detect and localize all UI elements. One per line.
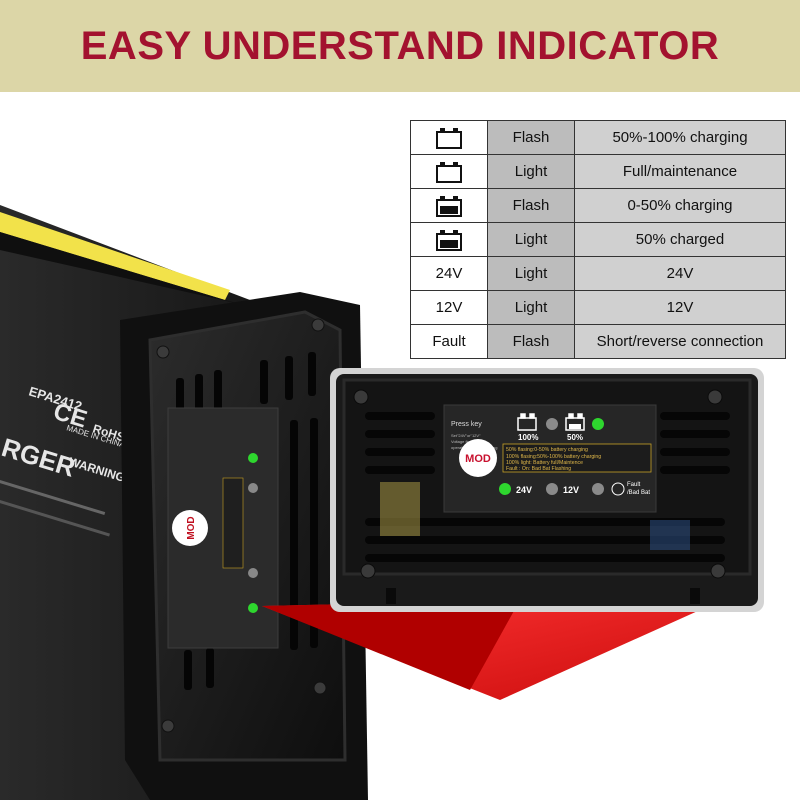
- svg-text:Voltage first before: Voltage first before: [451, 439, 485, 444]
- legend-indicator-cell: [410, 222, 488, 257]
- legend-state-cell: Light: [487, 290, 575, 325]
- legend-indicator-cell: [410, 120, 488, 155]
- legend-indicator-cell: 12V: [410, 290, 488, 325]
- led-24v: [499, 483, 511, 495]
- legend-indicator-label: 24V: [435, 265, 463, 282]
- press-key-label: Press key: [451, 421, 482, 428]
- legend-state-cell: Light: [487, 154, 575, 189]
- pct-100-label: 100%: [518, 433, 538, 442]
- legend-indicator-cell: Fault: [410, 324, 488, 359]
- legend-state-cell: Flash: [487, 324, 575, 359]
- legend-meaning-cell: 24V: [574, 256, 786, 291]
- led-50: [592, 418, 604, 430]
- panel-battery-100-icon: [517, 413, 537, 431]
- fault-label: Fault: [627, 482, 641, 488]
- legend-meaning-cell: Full/maintenance: [574, 154, 786, 189]
- battery-icon: [434, 127, 464, 149]
- battery-half-icon: [434, 229, 464, 251]
- led-12v: [546, 483, 558, 495]
- top-sticker: [0, 212, 230, 300]
- info-line-3: 100% light: Battery full/Maintence: [506, 460, 583, 466]
- legend-state-cell: Light: [487, 256, 575, 291]
- legend-indicator-label: 12V: [435, 299, 463, 316]
- legend-state-cell: Light: [487, 222, 575, 257]
- bad-bat-label: /Bad Bat: [627, 490, 650, 496]
- legend-meaning-cell: 50% charged: [574, 222, 786, 257]
- press-key-note: Set"24V"or"12V": [451, 433, 481, 438]
- pct-50-label: 50%: [567, 433, 583, 442]
- legend-meaning-cell: Short/reverse connection: [574, 324, 786, 359]
- charger-photo: EPA2412 CE RoHS MADE IN CHINA RGER WARNI…: [0, 205, 764, 800]
- banner-title: EASY UNDERSTAND INDICATOR: [80, 23, 720, 68]
- led-fault: [592, 483, 604, 495]
- info-line-2: 100% flasing:50%-100% battery charging: [506, 454, 601, 460]
- fault-symbol-icon: [611, 482, 625, 496]
- battery-half-icon: [434, 195, 464, 217]
- end-cap-control-panel: MOD: [167, 407, 279, 649]
- zoom-inset: Press key Set"24V"or"12V" Voltage first …: [330, 368, 764, 612]
- legend-state-cell: Flash: [487, 120, 575, 155]
- legend-meaning-cell: 50%-100% charging: [574, 120, 786, 155]
- info-line-1: 50% flasing:0-50% battery charging: [506, 447, 588, 453]
- info-box: [502, 443, 652, 473]
- led-100: [546, 418, 558, 430]
- legend-meaning-cell: 12V: [574, 290, 786, 325]
- legend-indicator-cell: 24V: [410, 256, 488, 291]
- mod-button: [459, 439, 497, 477]
- title-banner: EASY UNDERSTAND INDICATOR: [0, 0, 800, 92]
- legend-meaning-cell: 0-50% charging: [574, 188, 786, 223]
- svg-text:MOD: MOD: [186, 516, 197, 539]
- v12-label: 12V: [563, 485, 579, 495]
- legend-indicator-cell: [410, 154, 488, 189]
- legend-indicator-cell: [410, 188, 488, 223]
- v24-label: 24V: [516, 485, 532, 495]
- mod-button-small: [172, 510, 208, 546]
- legend-indicator-label: Fault: [432, 333, 466, 350]
- legend-state-cell: Flash: [487, 188, 575, 223]
- info-line-4: Fault : On: Bad Bat Flashing: [506, 466, 571, 472]
- mod-label: MOD: [465, 453, 491, 465]
- panel-battery-50-icon: [565, 413, 585, 431]
- battery-icon: [434, 161, 464, 183]
